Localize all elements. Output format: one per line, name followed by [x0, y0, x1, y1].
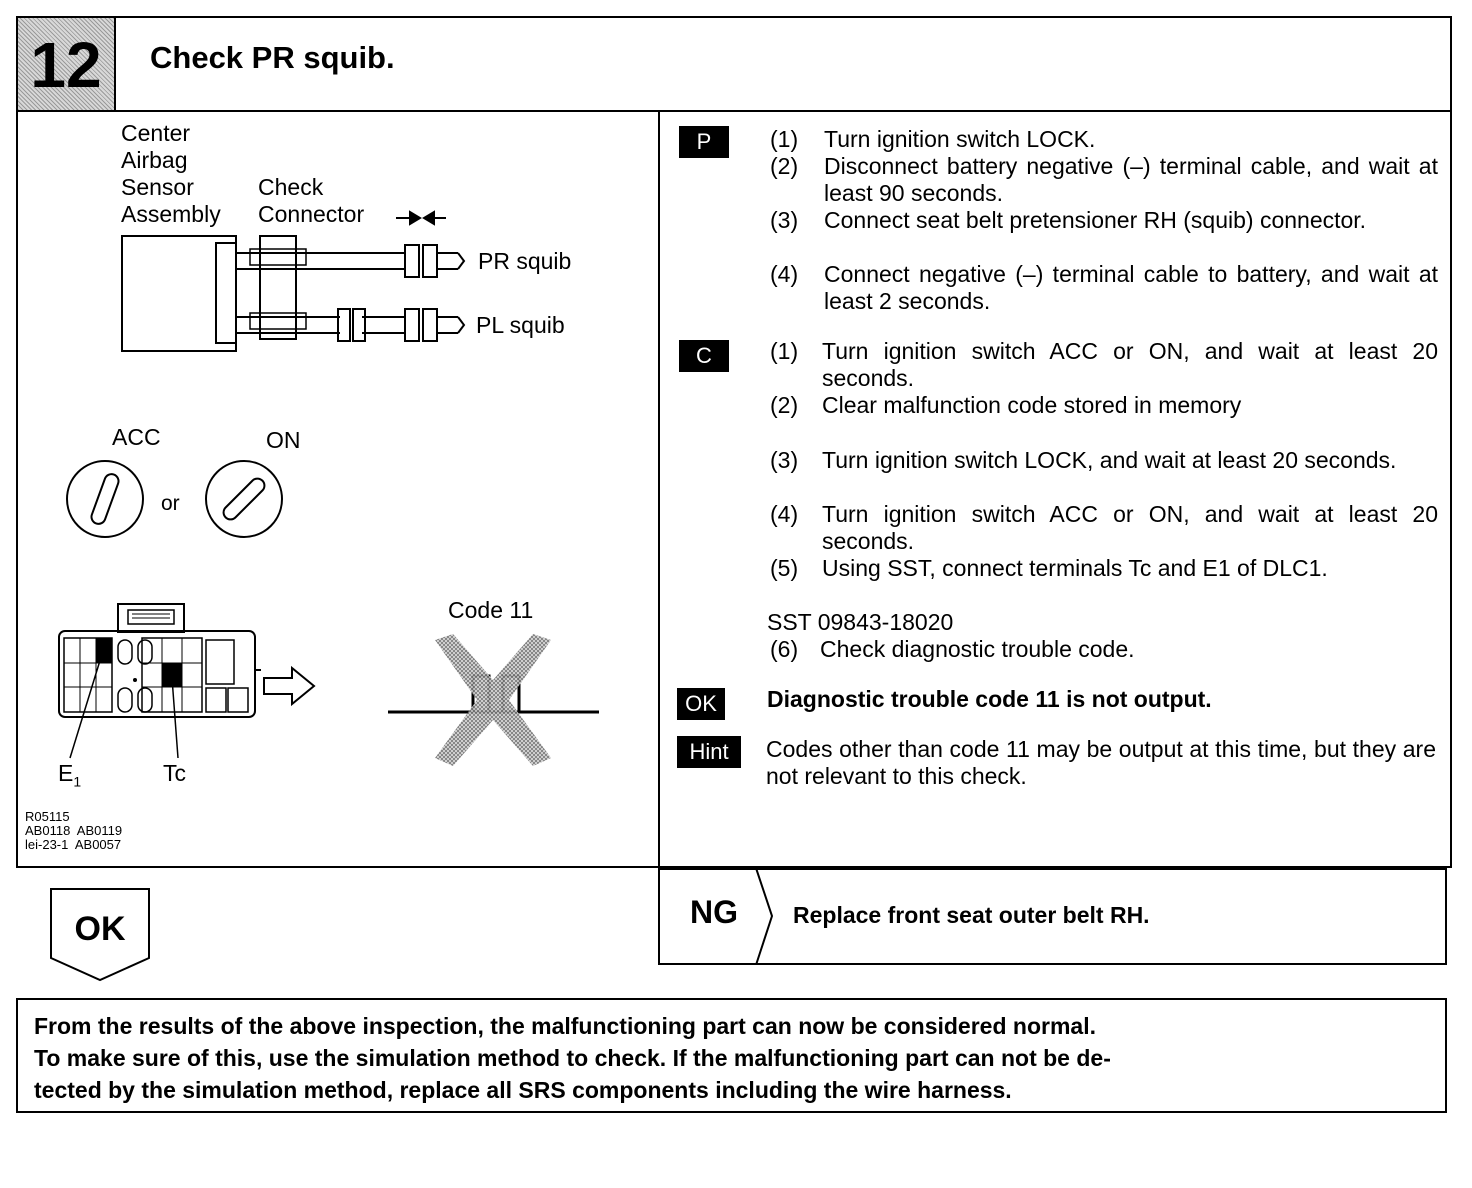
label-assembly: Assembly — [121, 201, 221, 227]
label-code-11: Code 11 — [448, 597, 534, 623]
ng-label: NG — [690, 894, 738, 930]
wiring-diagram — [121, 235, 466, 352]
ng-divider-icon — [755, 868, 774, 965]
ok-condition: Diagnostic trouble code 11 is not output… — [767, 686, 1212, 712]
label-acc: ACC — [112, 424, 161, 450]
ref-line: AB0118 AB0119 — [25, 823, 123, 838]
footer-line-1: From the results of the above inspection… — [34, 1013, 1096, 1039]
dlc1-connector-icon — [58, 603, 316, 759]
ok-tag: OK — [677, 688, 725, 720]
code-11-crossed-out-icon — [388, 634, 599, 766]
label-sensor: Sensor — [121, 174, 194, 200]
disconnect-arrows-icon — [396, 210, 446, 226]
label-connector: Connector — [258, 201, 365, 227]
p-tag: P — [679, 126, 729, 158]
c-tag: C — [679, 340, 729, 372]
ok-result-badge — [50, 888, 150, 982]
column-divider — [658, 110, 660, 868]
label-e1: E1 — [58, 760, 82, 790]
page-title: Check PR squib. — [150, 40, 395, 75]
ng-box — [658, 868, 1447, 965]
step-number: 12 — [18, 18, 116, 112]
hint-tag: Hint — [677, 736, 741, 768]
label-tc: Tc — [163, 760, 186, 786]
footer-line-2: To make sure of this, use the simulation… — [34, 1045, 1111, 1071]
label-check: Check — [258, 174, 324, 200]
header-divider — [16, 110, 1452, 112]
footer-box — [16, 998, 1447, 1113]
ref-line: lei-23-1 AB0057 — [25, 837, 122, 852]
label-pr-squib: PR squib — [478, 248, 572, 274]
label-on: ON — [266, 427, 301, 453]
label-or: or — [161, 492, 180, 515]
footer-line-3: tected by the simulation method, replace… — [34, 1077, 1012, 1103]
label-pl-squib: PL squib — [476, 312, 565, 338]
ignition-on-icon — [205, 460, 283, 538]
ng-action: Replace front seat outer belt RH. — [793, 902, 1150, 928]
ok-result-label: OK — [74, 910, 126, 948]
reference-codes: R05115 AB0118 AB0119 lei-23-1 AB0057 — [25, 810, 122, 852]
sst-number: SST 09843-18020 — [767, 609, 954, 635]
label-center: Center — [121, 120, 191, 146]
ref-line: R05115 — [25, 809, 70, 824]
step-frame — [16, 16, 1452, 868]
ignition-acc-icon — [66, 460, 144, 538]
label-airbag: Airbag — [121, 147, 188, 173]
